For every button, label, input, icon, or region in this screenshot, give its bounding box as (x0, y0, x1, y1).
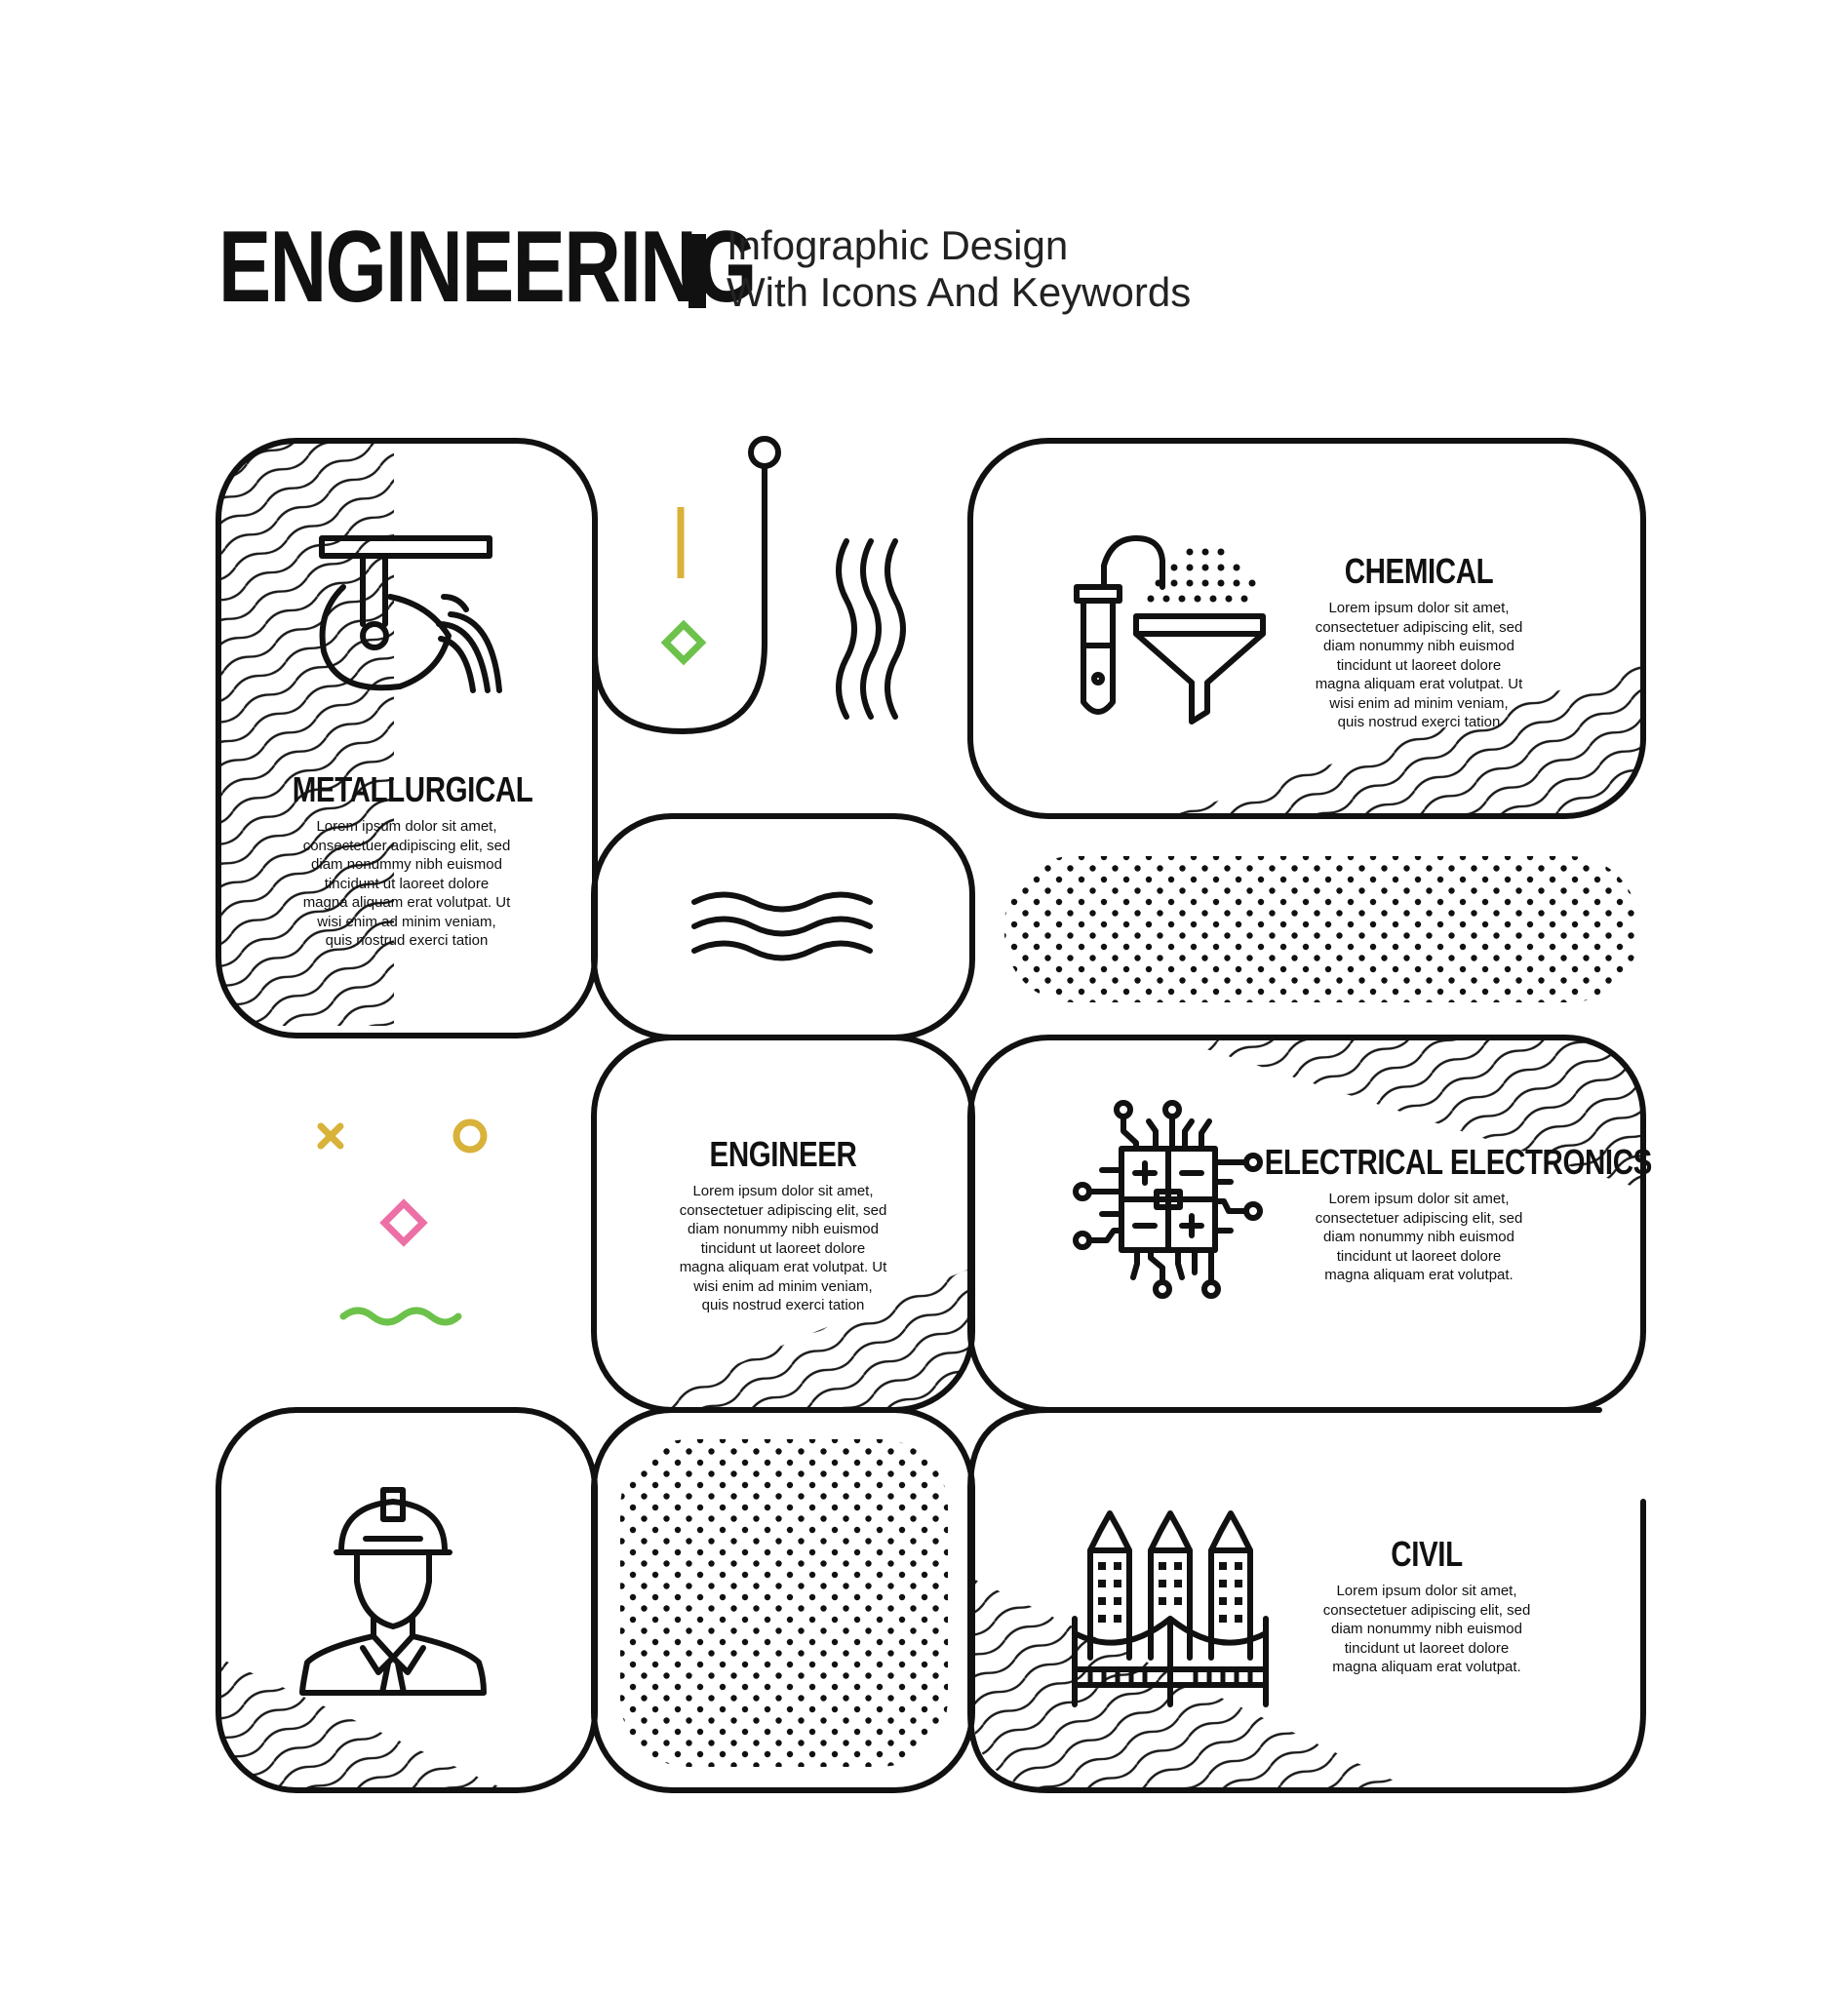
accent-ring-icon (452, 1118, 488, 1154)
outline-frames (216, 436, 1646, 1793)
accent-cross-icon (317, 1122, 344, 1150)
accent-green-diamond (660, 619, 707, 666)
ladle-pouring-icon (319, 535, 502, 693)
test-tube-funnel-icon (1074, 535, 1266, 724)
section-title: CHEMICAL (1344, 551, 1494, 591)
section-title: ELECTRICAL ELECTRONICS (1264, 1142, 1653, 1182)
section-text: Lorem ipsum dolor sit amet, consectetuer… (302, 818, 511, 949)
wave-texture-electrical (1170, 1038, 1643, 1190)
section-text: Lorem ipsum dolor sit amet, consectetuer… (1322, 1583, 1531, 1675)
section-metallurgical: METALLURGICAL Lorem ipsum dolor sit amet… (267, 768, 546, 951)
subtitle-line-1: Infographic Design (727, 222, 1069, 268)
engineer-hardhat-icon (299, 1487, 487, 1696)
section-title: CIVIL (1391, 1534, 1463, 1574)
wave-texture-worker (218, 1658, 507, 1790)
section-title: METALLURGICAL (292, 769, 533, 809)
accent-pink-diamond (379, 1198, 428, 1247)
wave-texture-chemical (1170, 663, 1643, 816)
section-text: Lorem ipsum dolor sit amet, consectetuer… (1315, 600, 1523, 730)
vertical-wave-lines (836, 538, 906, 720)
dotted-block-top (1004, 856, 1638, 1002)
title-divider (688, 234, 706, 308)
subtitle-line-2: With Icons And Keywords (727, 269, 1192, 315)
circuit-chip-icon (1073, 1100, 1263, 1299)
section-civil: CIVIL Lorem ipsum dolor sit amet, consec… (1287, 1533, 1566, 1677)
section-electrical: ELECTRICAL ELECTRONICS Lorem ipsum dolor… (1231, 1141, 1653, 1285)
accent-green-wave (339, 1307, 462, 1326)
wave-texture-engineer (624, 1268, 972, 1410)
page-subtitle: Infographic Design With Icons And Keywor… (727, 222, 1191, 316)
section-text: Lorem ipsum dolor sit amet, consectetuer… (679, 1183, 887, 1313)
section-title: ENGINEER (709, 1134, 857, 1174)
section-chemical: CHEMICAL Lorem ipsum dolor sit amet, con… (1279, 550, 1558, 732)
horizontal-wave-lines (691, 891, 873, 961)
section-text: Lorem ipsum dolor sit amet, consectetuer… (1315, 1191, 1523, 1283)
section-engineer: ENGINEER Lorem ipsum dolor sit amet, con… (644, 1133, 923, 1315)
city-bridge-icon (1072, 1510, 1269, 1707)
dotted-block-bottom (620, 1439, 948, 1767)
page-title: ENGINEERING (218, 211, 757, 324)
